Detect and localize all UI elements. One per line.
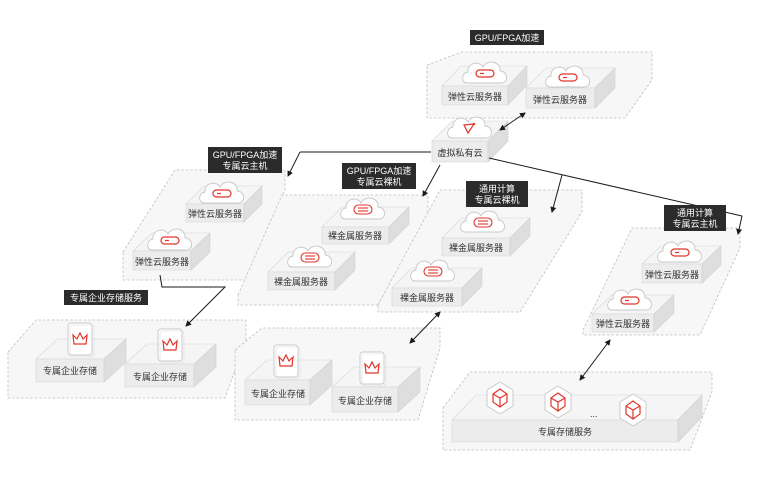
tag-gen-deh: 通用计算 专属云主机 (664, 205, 726, 231)
connector-to-gen-deh (736, 215, 743, 235)
tag-gen-bms: 通用计算 专属云裸机 (466, 181, 528, 207)
svg-text:专属云主机: 专属云主机 (672, 218, 717, 229)
svg-text:GPU/FPGA加速: GPU/FPGA加速 (213, 150, 278, 160)
svg-text:通用计算: 通用计算 (677, 207, 713, 218)
vpc-icon (447, 116, 492, 139)
label-ecs: 弹性云服务器 (188, 208, 242, 219)
tag-gpu-bms: GPU/FPGA加速 专属云裸机 (342, 163, 416, 189)
tag-des-group: 专属企业存储服务 (64, 290, 148, 305)
label-bms: 裸金属服务器 (274, 276, 328, 287)
connector-gen-deh-dss (579, 339, 611, 381)
connector-to-gpu-bms (422, 164, 441, 197)
svg-text:专属云裸机: 专属云裸机 (474, 194, 519, 205)
label-des: 专属企业存储 (133, 371, 187, 382)
storage-crown-icon (157, 328, 185, 364)
connectors (159, 112, 743, 381)
connector-gen-bms-des2 (409, 311, 441, 344)
storage-crown-icon (273, 344, 301, 380)
platform-des-1a (35, 338, 127, 383)
tag-gpu-accel: GPU/FPGA加速 (470, 30, 544, 45)
label-ecs: 弹性云服务器 (596, 318, 650, 329)
svg-text:GPU/FPGA加速: GPU/FPGA加速 (475, 33, 540, 43)
label-ecs: 弹性云服务器 (448, 91, 502, 102)
connector-to-gen-bms (550, 174, 563, 213)
label-des: 专属企业存储 (338, 395, 392, 406)
label-bms: 裸金属服务器 (400, 292, 454, 303)
label-dss: 专属存储服务 (538, 426, 592, 437)
connector-gpu-deh-des (159, 274, 227, 327)
svg-text:专属云主机: 专属云主机 (222, 160, 267, 171)
svg-text:GPU/FPGA加速: GPU/FPGA加速 (347, 166, 412, 176)
connector-vpc-gpu-accel (499, 112, 526, 131)
label-ecs: 弹性云服务器 (135, 256, 189, 267)
label-ecs: 弹性云服务器 (645, 269, 699, 280)
storage-crown-icon (359, 351, 387, 387)
connector-to-gpu-deh (287, 151, 301, 177)
label-bms: 裸金属服务器 (449, 242, 503, 253)
tag-gpu-deh: GPU/FPGA加速 专属云主机 (208, 147, 282, 173)
label-bms: 裸金属服务器 (328, 230, 382, 241)
ellipsis: ... (590, 409, 598, 419)
label-des: 专属企业存储 (251, 388, 305, 399)
storage-crown-icon (67, 322, 95, 358)
label-des: 专属企业存储 (43, 365, 97, 376)
svg-text:通用计算: 通用计算 (479, 183, 515, 194)
svg-text:专属企业存储服务: 专属企业存储服务 (70, 292, 142, 303)
svg-text:专属云裸机: 专属云裸机 (356, 176, 401, 187)
label-vpc: 虚拟私有云 (437, 147, 482, 158)
platform-des-2a (244, 359, 333, 406)
label-ecs: 弹性云服务器 (533, 94, 587, 105)
